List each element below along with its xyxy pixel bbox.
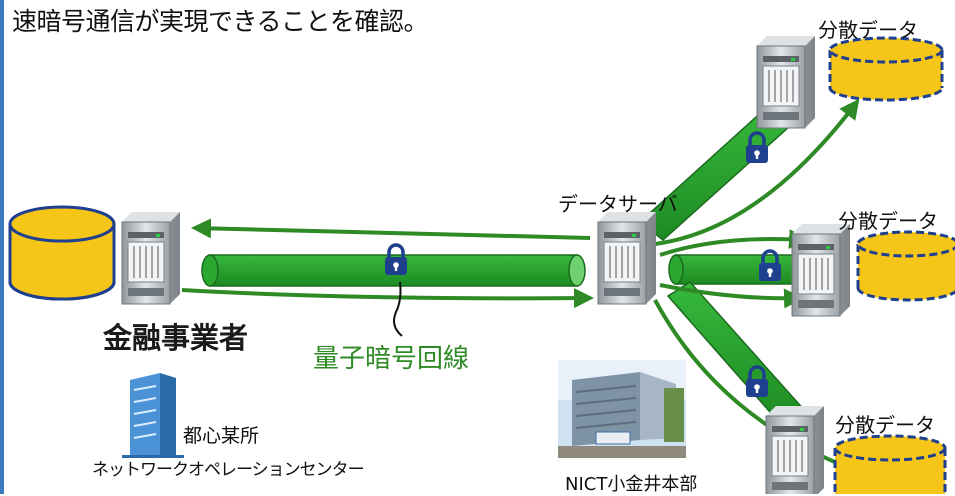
slide-frame-edge: [0, 0, 4, 494]
arrow-to-operator: [191, 218, 591, 240]
distributed-server-bottom-icon: [765, 405, 825, 494]
quantum-line-label: 量子暗号回線: [313, 344, 470, 374]
distributed-server-top-icon: [756, 35, 816, 129]
arrow-branch-middle-a: [659, 229, 809, 257]
distributed-db-top-icon: [828, 36, 944, 102]
distributed-data-label-bottom: 分散データ: [835, 413, 935, 437]
city-center-label: 都心某所: [183, 425, 260, 447]
nict-hq-photo: [558, 360, 686, 458]
data-server-icon: [597, 211, 657, 305]
quantum-pipe-middle: [668, 254, 807, 285]
building-icon: [122, 373, 184, 458]
noc-label: ネットワークオペレーションセンター: [92, 460, 365, 480]
distributed-server-middle-icon: [791, 223, 851, 317]
distributed-data-label-middle: 分散データ: [838, 209, 938, 233]
arrow-branch-top: [654, 98, 860, 246]
financial-server-icon: [121, 211, 181, 305]
data-server-label: データサーバ: [558, 192, 678, 216]
nict-hq-label: NICT小金井本部: [565, 474, 698, 495]
lock-icon-main: [383, 243, 409, 277]
arrow-branch-middle-b: [659, 283, 804, 309]
arrow-to-server: [181, 288, 594, 309]
distributed-db-bottom-icon: [833, 434, 947, 494]
distributed-data-label-top: 分散データ: [818, 18, 918, 42]
financial-database-icon: [8, 205, 116, 301]
distributed-db-middle-icon: [856, 230, 955, 302]
callout-line: [393, 281, 403, 337]
headline-text: 速暗号通信が実現できることを確認。: [12, 7, 429, 36]
financial-operator-label: 金融事業者: [103, 321, 249, 355]
